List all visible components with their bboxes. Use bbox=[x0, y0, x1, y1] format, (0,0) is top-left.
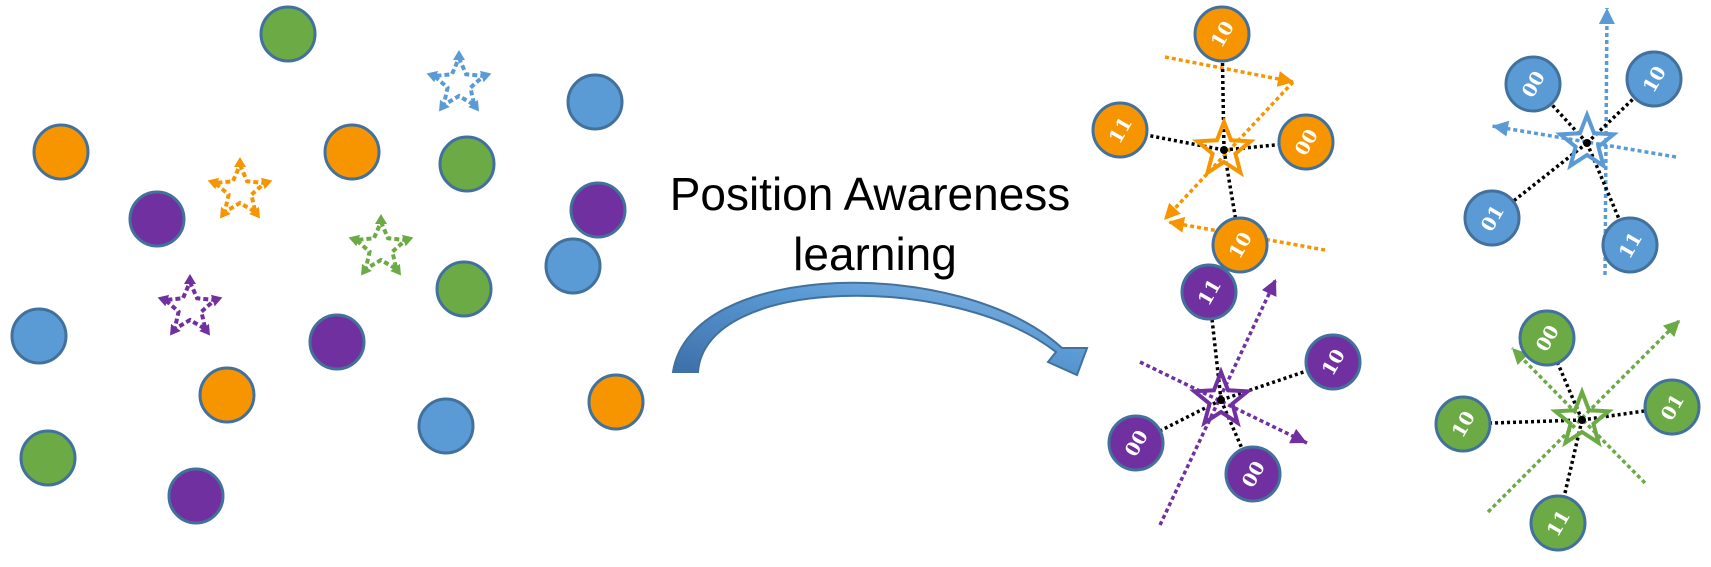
cluster-node bbox=[1193, 5, 1251, 63]
anchor-star-icon bbox=[1189, 366, 1253, 428]
scatter-node-purple bbox=[167, 467, 225, 525]
cluster-node bbox=[1107, 414, 1165, 472]
scatter-star-purple-icon bbox=[157, 274, 223, 336]
cluster-node bbox=[1091, 101, 1149, 159]
cluster-node bbox=[1211, 216, 1269, 274]
direction-arrow bbox=[1486, 318, 1682, 514]
direction-arrow bbox=[1164, 55, 1295, 84]
scatter-star-green-icon bbox=[348, 214, 414, 276]
scatter-node-blue bbox=[417, 397, 475, 455]
anchor-star-icon bbox=[1550, 386, 1614, 448]
cluster-node bbox=[1304, 333, 1362, 391]
anchor-center-dot bbox=[1217, 396, 1225, 404]
curved-arrow bbox=[671, 281, 1089, 377]
scatter-node-blue bbox=[566, 73, 624, 131]
scatter-node-green bbox=[435, 260, 493, 318]
anchor-center-dot bbox=[1220, 146, 1228, 154]
cluster-node bbox=[1601, 216, 1659, 274]
scatter-node-orange bbox=[198, 366, 256, 424]
scatter-node-purple bbox=[128, 190, 186, 248]
cluster-node bbox=[1434, 395, 1492, 453]
title-line-1: Position Awareness bbox=[670, 168, 1071, 220]
anchor-star-icon bbox=[1555, 109, 1619, 171]
direction-arrow bbox=[1510, 346, 1647, 485]
cluster-node bbox=[1180, 263, 1238, 321]
scatter-node-purple bbox=[569, 181, 627, 239]
title-line-2: learning bbox=[793, 228, 957, 280]
anchor-center-dot bbox=[1578, 416, 1586, 424]
scatter-node-purple bbox=[308, 313, 366, 371]
cluster-node bbox=[1529, 494, 1587, 552]
scatter-node-green bbox=[19, 429, 77, 487]
scatter-star-orange-icon bbox=[207, 157, 273, 219]
scatter-node-blue bbox=[10, 307, 68, 365]
cluster-node bbox=[1625, 50, 1683, 108]
cluster-node bbox=[1518, 309, 1576, 367]
scatter-star-blue-icon bbox=[426, 50, 492, 112]
scattered-nodes bbox=[10, 5, 645, 525]
scatter-node-orange bbox=[32, 123, 90, 181]
scatter-node-orange bbox=[323, 123, 381, 181]
node-link bbox=[1462, 418, 1583, 426]
cluster-node bbox=[1643, 378, 1701, 436]
cluster-node bbox=[1277, 113, 1335, 171]
scatter-node-green bbox=[259, 5, 317, 63]
cluster-node bbox=[1224, 445, 1282, 503]
scattered-anchor-stars bbox=[157, 50, 492, 336]
scatter-node-blue bbox=[544, 237, 602, 295]
scatter-node-green bbox=[438, 135, 496, 193]
anchor-star-icon bbox=[1192, 116, 1256, 178]
node-link bbox=[1490, 141, 1589, 220]
cluster-node bbox=[1463, 189, 1521, 247]
anchor-center-dot bbox=[1583, 139, 1591, 147]
direction-arrow bbox=[1162, 80, 1295, 222]
scatter-node-orange bbox=[587, 373, 645, 431]
cluster-node bbox=[1504, 55, 1562, 113]
